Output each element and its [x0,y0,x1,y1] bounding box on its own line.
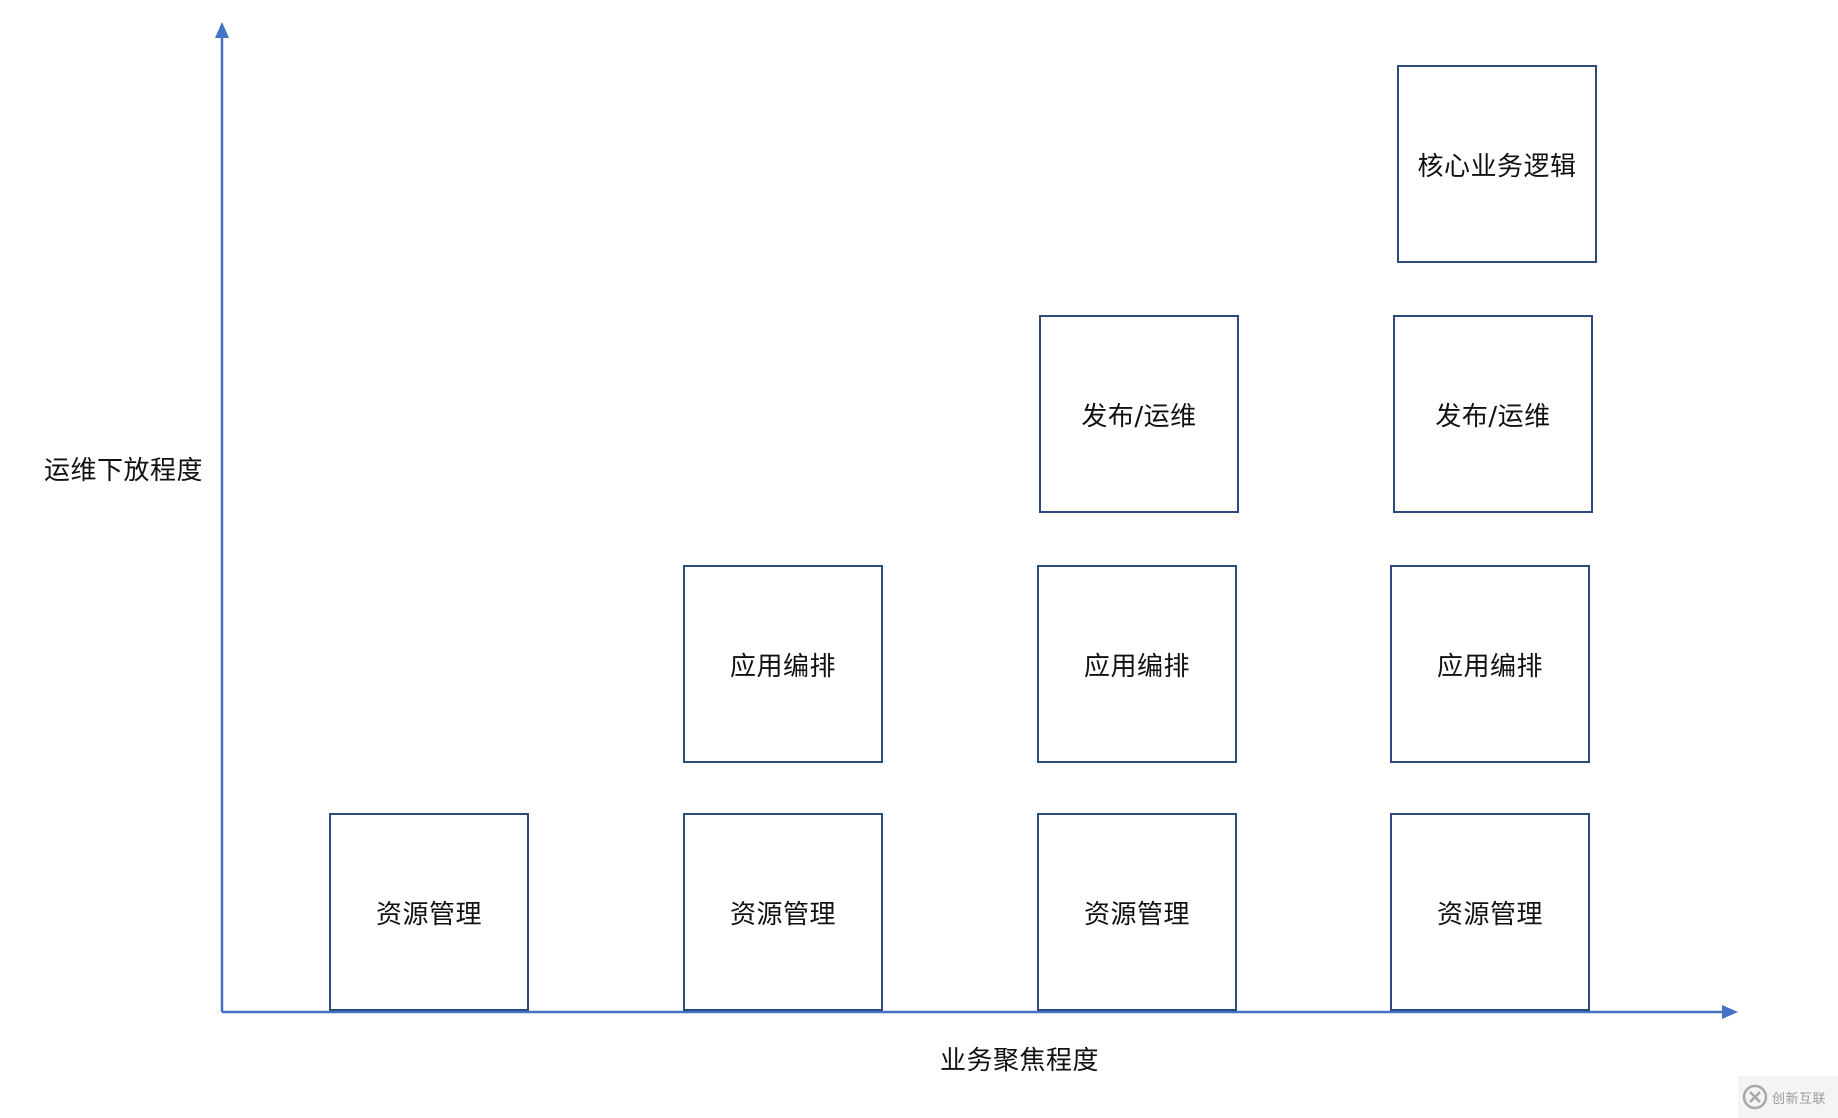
watermark-text: 创新互联 [1772,1091,1827,1107]
col4-app-orchestration: 应用编排 [1390,565,1590,763]
watermark: 创新互联 [1738,1076,1838,1118]
col4-resource-management: 资源管理 [1390,813,1590,1011]
x-axis-label: 业务聚焦程度 [940,1046,1100,1076]
y-axis-label: 运维下放程度 [44,456,204,486]
col1-resource-management: 资源管理 [329,813,529,1011]
col3-resource-management: 资源管理 [1037,813,1237,1011]
col3-app-orchestration: 应用编排 [1037,565,1237,763]
col3-release-ops: 发布/运维 [1039,315,1239,513]
x-axis-arrow [1722,1005,1738,1019]
col2-resource-management: 资源管理 [683,813,883,1011]
logo-icon [1742,1084,1768,1110]
col4-core-business-logic: 核心业务逻辑 [1397,65,1597,263]
y-axis-arrow [215,22,229,38]
col4-release-ops: 发布/运维 [1393,315,1593,513]
col2-app-orchestration: 应用编排 [683,565,883,763]
